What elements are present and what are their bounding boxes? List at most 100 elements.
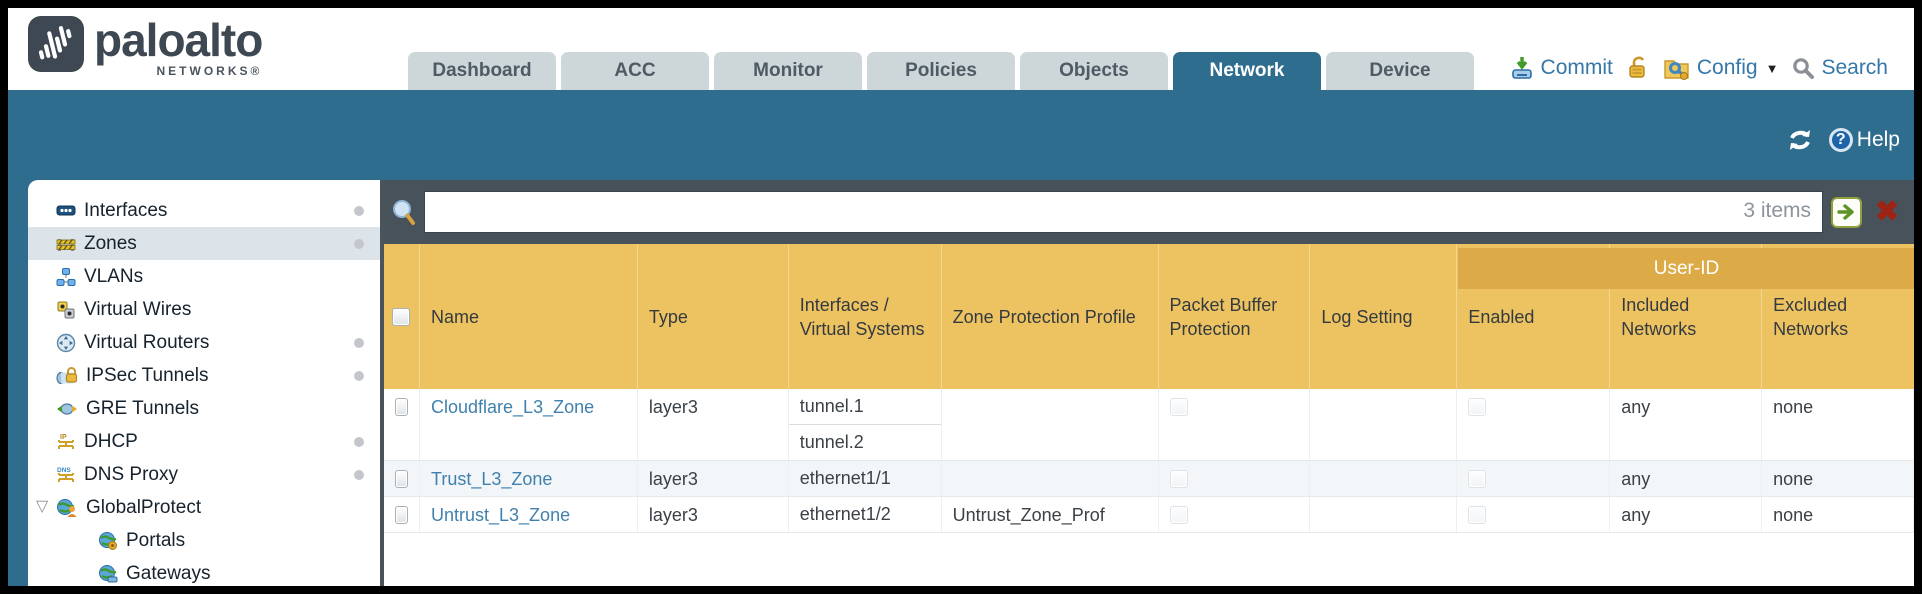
clear-x-icon: ✖ [1874, 196, 1900, 228]
virtual-routers-icon [56, 333, 76, 352]
sidebar-item-zones[interactable]: Zones [28, 227, 380, 260]
expander-triangle-icon[interactable]: ▽ [36, 498, 49, 515]
svg-text:IP: IP [60, 434, 67, 441]
status-dot [354, 371, 364, 381]
refresh-icon[interactable] [1785, 126, 1815, 154]
dhcp-icon: IP [58, 434, 74, 449]
table-row: Trust_L3_Zone layer3 ethernet1/1 any non… [384, 461, 1914, 497]
col-name[interactable]: Name [420, 244, 638, 389]
packet-buffer-checkbox [1169, 470, 1188, 488]
lock-icon[interactable] [1626, 55, 1650, 81]
row-checkbox[interactable] [395, 398, 408, 416]
excluded-networks: none [1762, 389, 1914, 460]
zone-interfaces: ethernet1/2 [789, 497, 942, 532]
help-link[interactable]: ? Help [1828, 128, 1900, 152]
log-setting [1310, 497, 1458, 532]
tab-device[interactable]: Device [1326, 52, 1474, 90]
tab-network[interactable]: Network [1173, 52, 1321, 90]
user-id-group-header: User-ID [1458, 248, 1914, 289]
zone-name-link[interactable]: Trust_L3_Zone [431, 469, 553, 489]
sidebar-item-gateways[interactable]: Gateways [28, 557, 380, 586]
interface-cell: ethernet1/1 [799, 468, 891, 488]
svg-text:DNS: DNS [57, 467, 71, 474]
col-included-networks[interactable]: Included Networks [1610, 244, 1763, 389]
clear-filter-button[interactable]: ✖ [1870, 195, 1904, 229]
sidebar-item-label: IPSec Tunnels [86, 364, 209, 386]
search-button[interactable]: Search [1791, 56, 1888, 80]
userid-enabled-checkbox [1468, 506, 1487, 524]
primary-nav: Dashboard ACC Monitor Policies Objects N… [408, 52, 1474, 90]
sidebar-item-label: Portals [126, 529, 186, 551]
zone-name-link[interactable]: Untrust_L3_Zone [431, 505, 571, 525]
select-all-checkbox[interactable] [392, 307, 411, 326]
table-row: Cloudflare_L3_Zone layer3 tunnel.1 tunne… [384, 389, 1914, 461]
status-dot [354, 239, 364, 249]
col-zone-protection-profile[interactable]: Zone Protection Profile [942, 244, 1159, 389]
row-checkbox[interactable] [395, 470, 408, 488]
zone-type: layer3 [638, 461, 789, 496]
filter-input[interactable] [424, 191, 1823, 233]
sidebar-item-dhcp[interactable]: IP DHCP [28, 425, 380, 458]
tab-policies[interactable]: Policies [867, 52, 1015, 90]
sidebar-item-virtual-wires[interactable]: Virtual Wires [28, 293, 380, 326]
help-row: ? Help [1785, 126, 1900, 154]
status-dot [354, 470, 364, 480]
zone-protection-profile: Untrust_Zone_Prof [942, 497, 1159, 532]
packet-buffer-checkbox [1169, 398, 1188, 416]
sidebar-item-portals[interactable]: Portals [28, 524, 380, 557]
excluded-networks: none [1762, 497, 1914, 532]
sidebar-item-label: Virtual Wires [84, 298, 192, 320]
log-setting [1310, 461, 1458, 496]
sidebar-item-globalprotect[interactable]: ▽ GlobalProtect [28, 491, 380, 524]
zone-type: layer3 [638, 497, 789, 532]
row-checkbox[interactable] [395, 506, 408, 524]
tab-dashboard[interactable]: Dashboard [408, 52, 556, 90]
globalprotect-icon [57, 498, 77, 517]
config-button[interactable]: Config ▼ [1663, 55, 1779, 81]
col-type[interactable]: Type [638, 244, 789, 389]
userid-enabled-checkbox [1468, 470, 1487, 488]
sidebar-item-vlans[interactable]: VLANs [28, 260, 380, 293]
zone-protection-profile [942, 461, 1159, 496]
sidebar-item-label: Interfaces [84, 199, 168, 221]
sidebar-item-gre-tunnels[interactable]: GRE Tunnels [28, 392, 380, 425]
paloalto-logo: paloalto NETWORKS® [28, 16, 263, 78]
vlans-icon [56, 267, 76, 286]
content-area: 3 items ✖ User-ID Name Type Interfaces /… [384, 180, 1914, 586]
tab-acc[interactable]: ACC [561, 52, 709, 90]
sidebar-item-label: Gateways [126, 562, 211, 584]
packet-buffer-checkbox [1169, 506, 1188, 524]
sidebar: Interfaces Zones [28, 180, 384, 586]
sidebar-item-ipsec-tunnels[interactable]: IPSec Tunnels [28, 359, 380, 392]
col-excluded-networks[interactable]: Excluded Networks [1773, 294, 1849, 339]
config-label: Config [1696, 56, 1758, 79]
items-count: 3 items [1743, 199, 1811, 222]
col-log-setting[interactable]: Log Setting [1310, 244, 1458, 389]
col-packet-buffer-protection[interactable]: Packet Buffer Protection [1159, 244, 1311, 389]
interface-cell: tunnel.2 [799, 432, 864, 452]
search-icon [1793, 58, 1815, 79]
table-row: Untrust_L3_Zone layer3 ethernet1/2 Untru… [384, 497, 1914, 533]
status-dot [354, 206, 364, 216]
zone-name-link[interactable]: Cloudflare_L3_Zone [431, 397, 595, 417]
nav-actions: Commit Config ▼ [1509, 55, 1888, 81]
filter-bar: 3 items ✖ [384, 180, 1914, 244]
sidebar-item-label: DHCP [84, 430, 138, 452]
paloalto-logo-icon [28, 16, 84, 72]
apply-filter-button[interactable] [1831, 196, 1862, 228]
chevron-down-icon: ▼ [1765, 60, 1779, 76]
commit-button[interactable]: Commit [1509, 55, 1613, 81]
col-enabled[interactable]: Enabled [1457, 244, 1611, 389]
status-dot [354, 437, 364, 447]
excluded-networks: none [1762, 461, 1914, 496]
included-networks: any [1610, 497, 1763, 532]
col-interfaces[interactable]: Interfaces / Virtual Systems [789, 244, 942, 389]
sidebar-item-dns-proxy[interactable]: DNS DNS Proxy [28, 458, 380, 491]
tab-monitor[interactable]: Monitor [714, 52, 862, 90]
userid-enabled-checkbox [1468, 398, 1487, 416]
sidebar-item-virtual-routers[interactable]: Virtual Routers [28, 326, 380, 359]
logo-sub-text: NETWORKS® [156, 64, 263, 78]
tab-objects[interactable]: Objects [1020, 52, 1168, 90]
gre-tunnels-icon [57, 402, 77, 415]
sidebar-item-interfaces[interactable]: Interfaces [28, 194, 380, 227]
